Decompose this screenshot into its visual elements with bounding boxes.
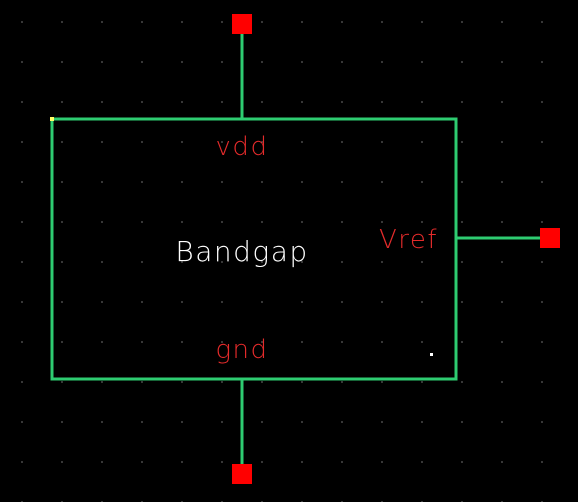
vref-pin-terminal[interactable] [540,228,560,248]
selection-dot [430,353,433,356]
origin-marker [50,117,54,121]
vdd-pin-label: vdd [216,132,269,162]
gnd-pin-label: gnd [215,335,268,365]
symbol-body[interactable] [50,117,458,381]
gnd-pin-terminal[interactable] [232,464,252,484]
symbol-name-label: Bandgap [175,235,308,268]
vdd-pin-terminal[interactable] [232,14,252,34]
vref-pin-label: Vref [379,225,438,255]
